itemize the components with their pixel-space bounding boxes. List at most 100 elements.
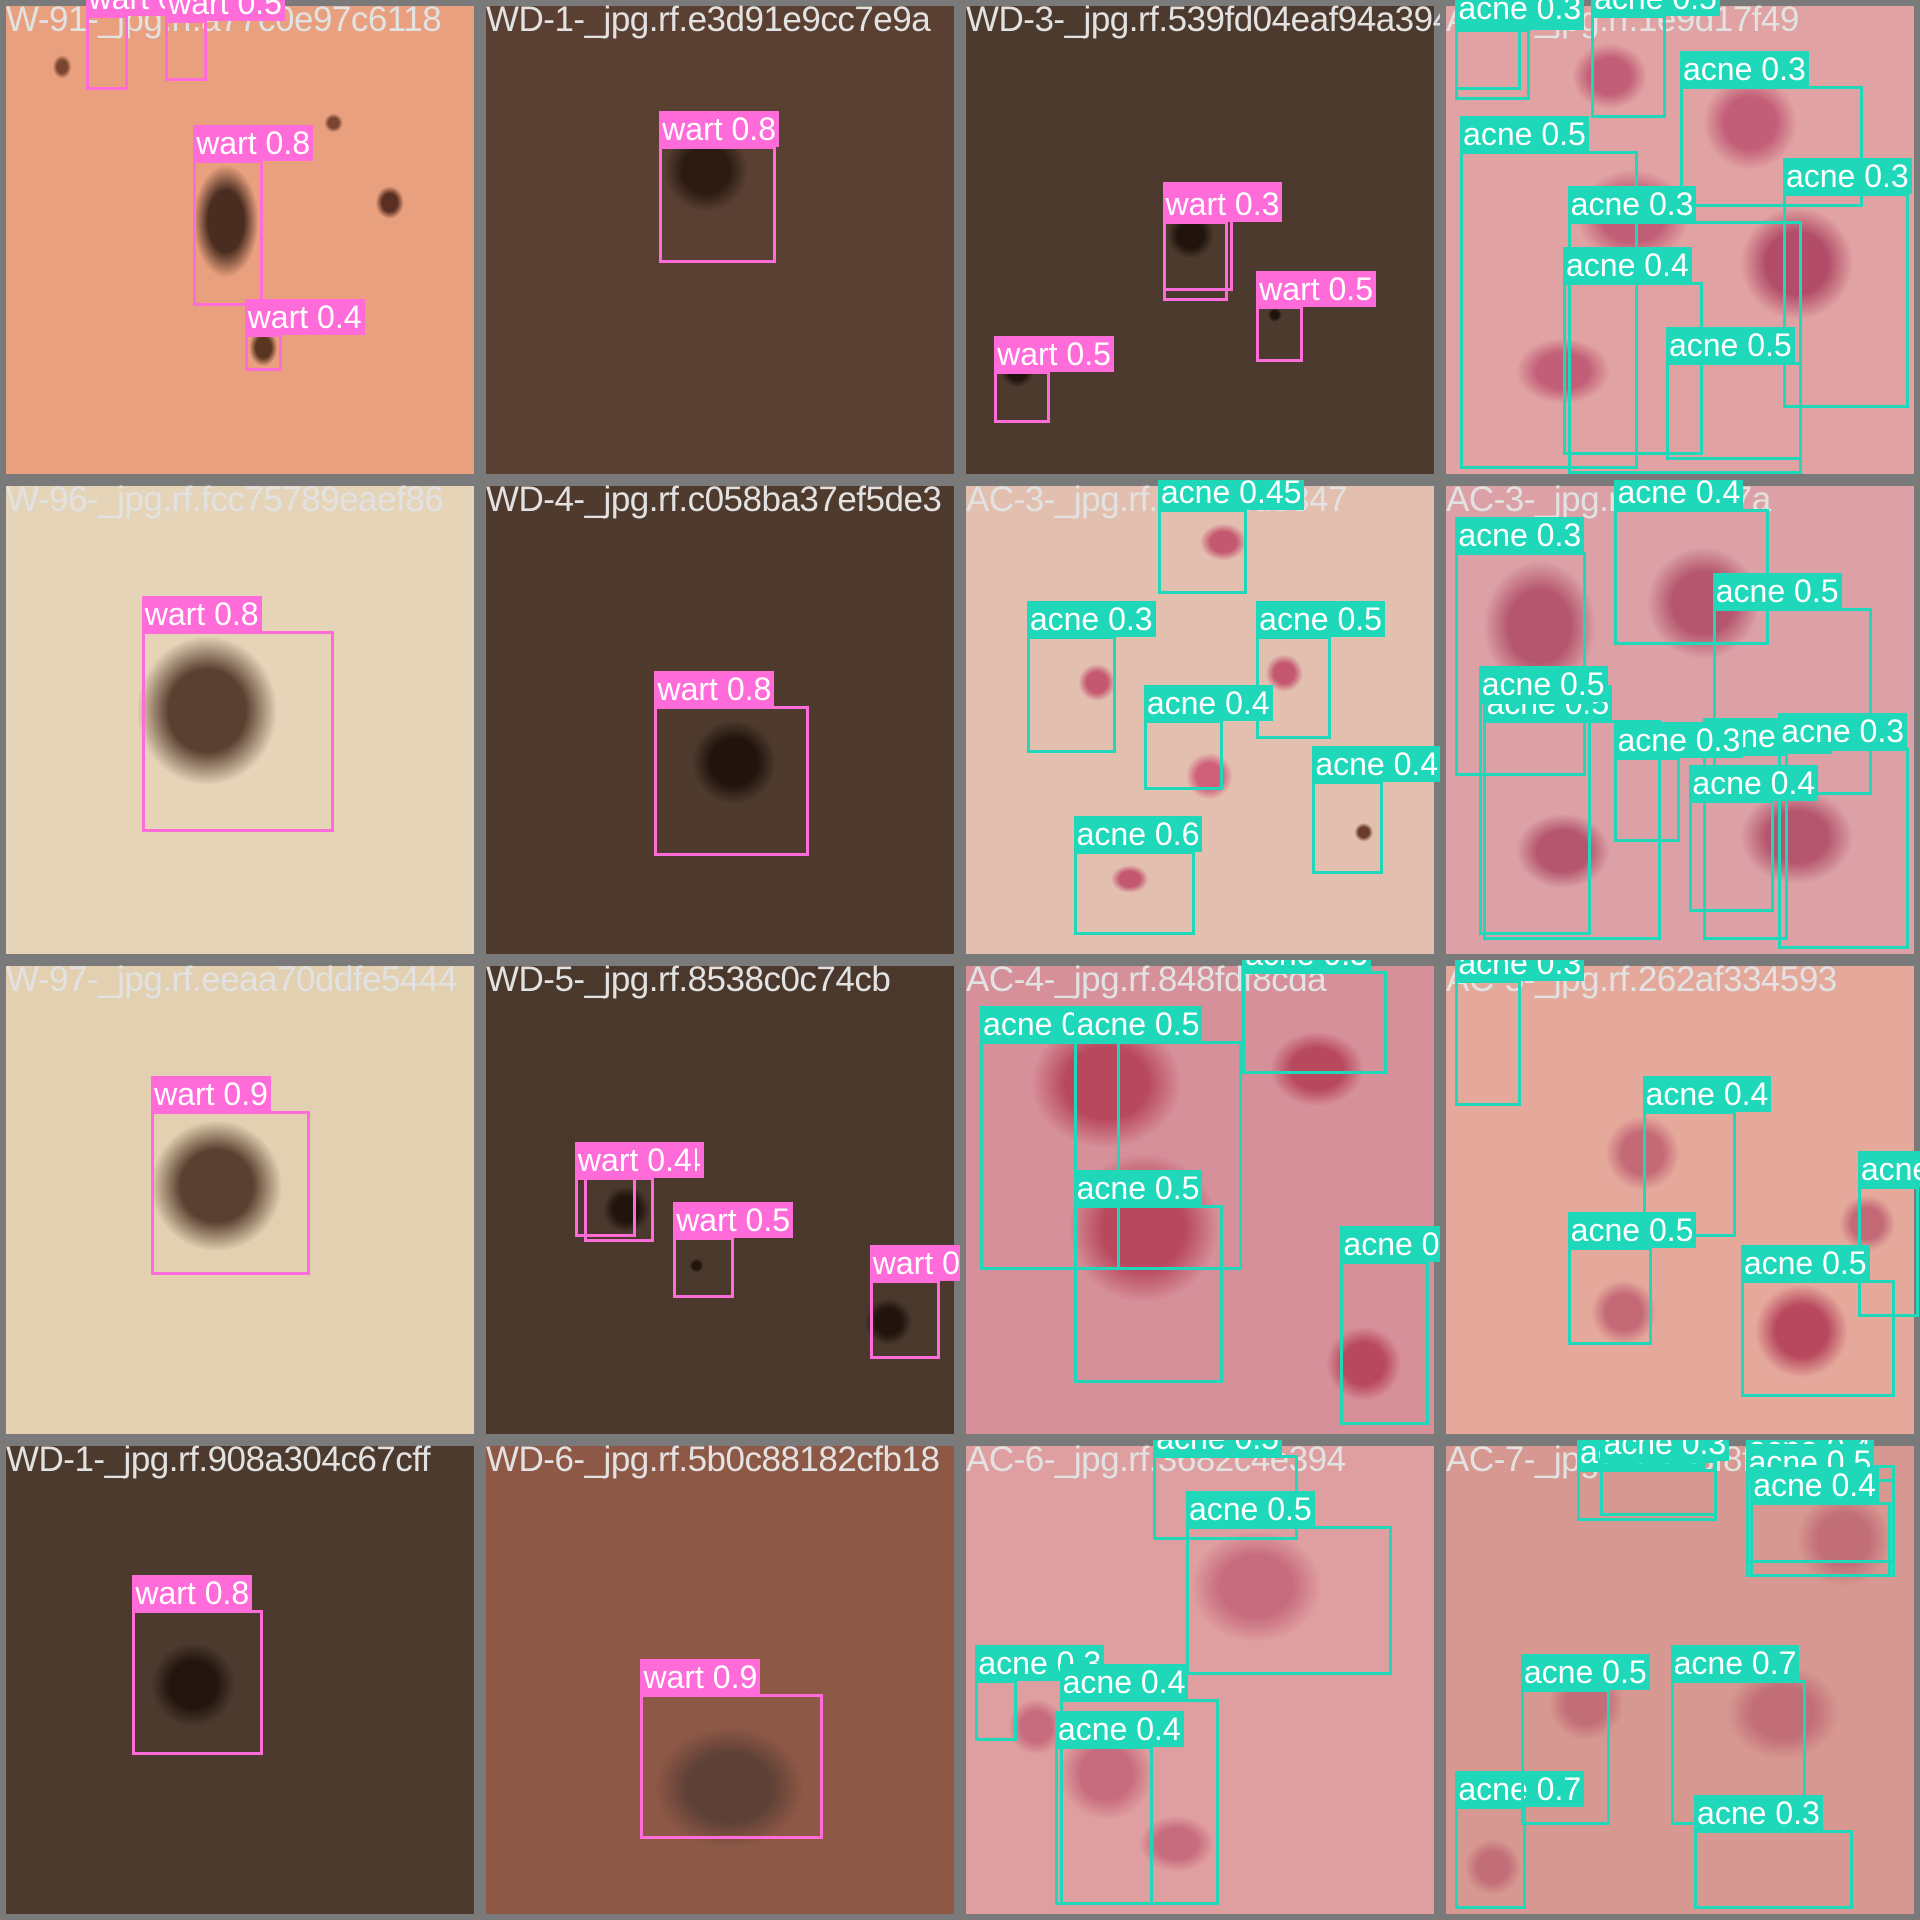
detection-label: acne 0.4: [1143, 685, 1273, 721]
detection-label: acne 0.4: [1642, 1076, 1772, 1113]
detection-label: acne 0.4: [1563, 247, 1692, 284]
result-tile: WD-3-_jpg.rf.539fd04eaf94a3946cewart 0.3…: [960, 0, 1440, 480]
acne-detection-box: acne 0.5: [1591, 0, 1720, 119]
detection-label: acne 0.4: [1054, 1710, 1184, 1747]
skin-image: [1446, 966, 1914, 1434]
wart-detection-box: wart 0.3: [1162, 186, 1283, 301]
skin-image: [486, 6, 954, 474]
detection-label: acne 0.4: [1614, 480, 1744, 511]
skin-image: [486, 1446, 954, 1914]
acne-detection-box: acne 0.3: [1782, 158, 1912, 409]
detection-label: acne 0.5: [1185, 1490, 1315, 1527]
detection-label: wart 0.8: [193, 125, 314, 162]
detection-label: acne 0.5: [1073, 1169, 1203, 1206]
acne-detection-box: acne 0.5: [1256, 600, 1385, 739]
detection-label: acne 0.5: [1665, 326, 1795, 363]
acne-detection-box: acne 0.5: [1712, 572, 1872, 795]
acne-detection-box: acne 0.5: [1460, 116, 1638, 470]
skin-image: [6, 486, 474, 954]
detection-label: wart 0.3: [1162, 186, 1283, 223]
acne-detection-box: acne 0.4: [1059, 1663, 1219, 1905]
detection-label: acne 0.3: [1600, 1440, 1730, 1462]
detection-label: acne 0.3: [1455, 0, 1585, 26]
image-filename: W-96-_jpg.rf.fcc75789eaef86: [6, 480, 444, 519]
detection-label: acne 0.5: [1478, 666, 1608, 703]
detection-label: acne 0.3: [1857, 1150, 1920, 1187]
detection-label: wart 0.5: [165, 0, 285, 22]
wart-detection-box: wart 0.8: [654, 670, 809, 856]
image-filename: WD-1-_jpg.rf.e3d91e9cc7e9a: [486, 0, 931, 39]
acne-detection-box: acne 0.4: [1563, 247, 1704, 456]
acne-detection-box: acne 0.5: [1478, 666, 1608, 936]
detection-label: wart 0.9: [151, 1076, 271, 1113]
detection-label: acne 0.7: [1670, 1645, 1800, 1681]
skin-image: [6, 966, 474, 1434]
wart-detection-box: wart 0.8: [659, 111, 779, 264]
detection-label: wart 0.5: [994, 336, 1114, 373]
image-filename: WD-3-_jpg.rf.539fd04eaf94a3946ce: [966, 0, 1440, 39]
detection-label: wart 0.5: [1256, 270, 1376, 307]
acne-detection-box: acne 0.3: [1567, 186, 1802, 474]
skin-image: [6, 6, 474, 474]
detection-label: acne 0.4: [1689, 764, 1819, 801]
detection-label: acne 0.3: [1455, 516, 1585, 553]
acne-detection-box: acne 0.5: [1567, 1211, 1697, 1346]
acne-detection-box: acne 0.4: [1689, 764, 1819, 912]
wart-detection-box: wart 0.9: [640, 1659, 823, 1840]
detection-label: acne 0.5: [1712, 572, 1842, 609]
wart-detection-box: wart 0.4: [244, 298, 365, 372]
wart-detection-box: wart 0.9: [151, 1076, 311, 1275]
wart-detection-box: wart 0.5: [673, 1202, 794, 1299]
wart-detection-box: wart 0.4: [574, 1141, 695, 1238]
detection-label: acne 0.5: [1740, 1244, 1870, 1281]
skin-image: [486, 966, 954, 1434]
detection-label: acne 0.3: [1680, 50, 1809, 87]
detection-label: acne 0.45: [1157, 480, 1305, 511]
detection-label: acne 0.5: [1256, 600, 1385, 637]
image-filename: WD-5-_jpg.rf.8538c0c74cb: [486, 960, 891, 999]
skin-image: [6, 1446, 474, 1914]
acne-detection-box: acne 0.4: [1750, 1467, 1891, 1578]
image-filename: WD-1-_jpg.rf.908a304c67cff: [6, 1440, 431, 1479]
wart-detection-box: wart 0.8: [132, 1574, 264, 1755]
acne-detection-box: acne 0.5: [1520, 1654, 1650, 1826]
acne-detection-box: acne 0.4: [1143, 685, 1273, 791]
skin-image: [1446, 6, 1914, 474]
detection-label: wart 0.4: [244, 298, 365, 335]
detection-label: wart 0.5: [673, 1202, 794, 1239]
acne-detection-box: acne 0.3: [975, 1645, 1105, 1741]
detection-label: wart 0.8: [141, 596, 262, 633]
detection-label: acne 0.3: [1455, 960, 1585, 982]
detection-label: acne 0.6: [1340, 1225, 1440, 1262]
detection-label: acne 0.4: [1059, 1663, 1189, 1700]
acne-detection-box: acne 0.45: [1157, 480, 1305, 594]
wart-detection-box: wart 0.8: [193, 125, 314, 306]
detection-label: acne 0.3: [1614, 722, 1744, 759]
detection-label: acne 0.4: [1750, 1467, 1879, 1504]
detection-label: wart 0.8: [132, 1574, 253, 1611]
detection-label: acne 0.5: [1073, 1005, 1203, 1042]
detection-label: wart 0.8: [659, 111, 779, 148]
detection-label: wart 0.9: [640, 1659, 761, 1696]
wart-detection-box: wart 0.3: [85, 0, 206, 91]
acne-detection-box: acne 0.3: [1026, 600, 1156, 753]
wart-detection-box: wart 0.5: [869, 1244, 960, 1360]
acne-detection-box: acne 0.6: [1073, 816, 1203, 936]
acne-detection-box: acne 0.3: [1614, 722, 1744, 842]
acne-detection-box: acne 0.5: [1242, 960, 1388, 1074]
image-filename: WD-6-_jpg.rf.5b0c88182cfb18: [486, 1440, 940, 1479]
acne-detection-box: acne 0.5: [1073, 1169, 1224, 1383]
acne-detection-box: acne 0.5: [1665, 326, 1802, 460]
detection-label: acne 0.3: [1778, 713, 1908, 750]
detection-label: acne 0.5: [1591, 0, 1720, 17]
